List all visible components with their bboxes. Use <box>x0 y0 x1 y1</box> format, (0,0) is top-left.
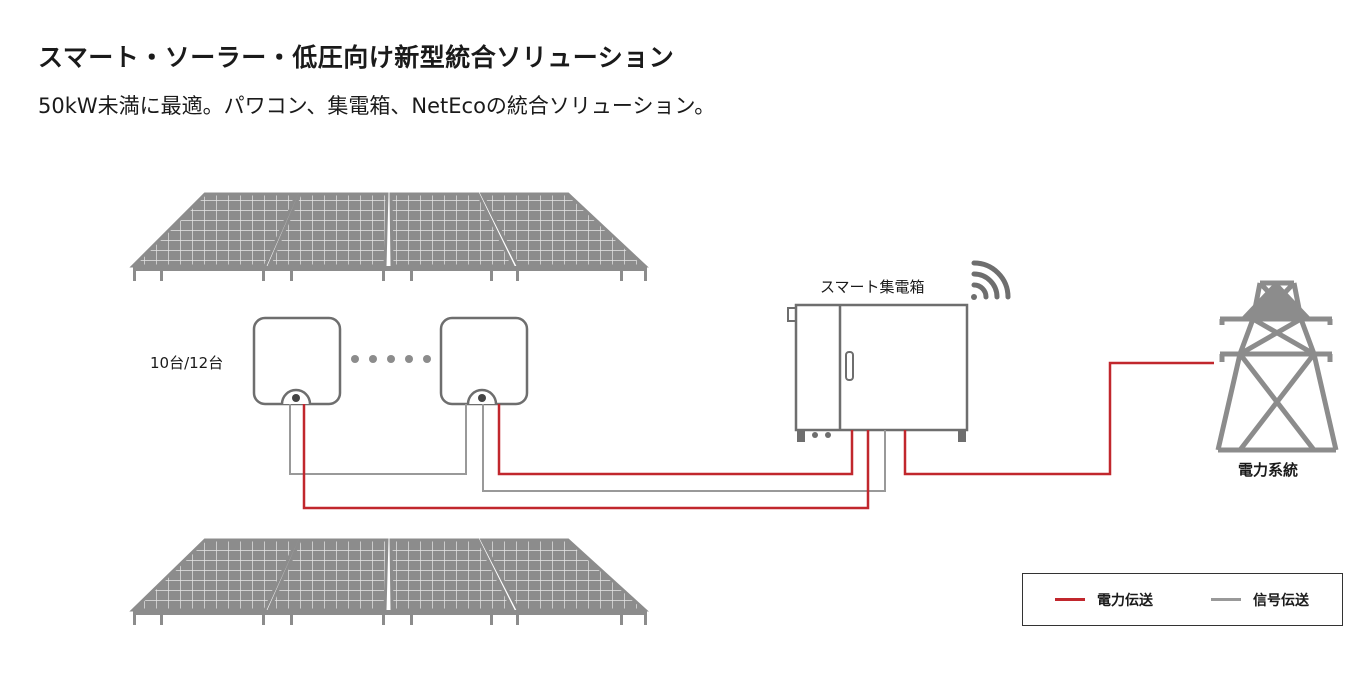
legend-power-swatch <box>1055 598 1085 601</box>
wifi-icon <box>971 260 1011 300</box>
inverter-icon <box>439 316 529 406</box>
solar-panel-icon <box>129 192 649 281</box>
page-title: スマート・ソーラー・低圧向け新型統合ソリューション <box>38 43 675 72</box>
inverter-count-label: 10台/12台 <box>150 354 223 372</box>
legend-item-signal: 信号伝送 <box>1211 574 1309 625</box>
legend-item-power: 電力伝送 <box>1055 574 1153 625</box>
inverter-icon <box>252 316 342 406</box>
combiner-box-label: スマート集電箱 <box>820 278 925 296</box>
power-lines <box>302 361 1214 510</box>
grid-label: 電力系統 <box>1238 461 1298 479</box>
legend: 電力伝送 信号伝送 <box>1022 573 1343 626</box>
solar-panel-icon <box>129 538 649 625</box>
legend-power-label: 電力伝送 <box>1097 592 1153 609</box>
transmission-tower-icon <box>1215 280 1339 453</box>
legend-signal-swatch <box>1211 598 1241 601</box>
combiner-box-icon <box>787 303 969 442</box>
page-subtitle: 50kW未満に最適。パワコン、集電箱、NetEcoの統合ソリューション。 <box>38 94 716 118</box>
signal-lines <box>289 404 886 492</box>
ellipsis-dots <box>351 355 431 363</box>
legend-signal-label: 信号伝送 <box>1253 592 1309 609</box>
